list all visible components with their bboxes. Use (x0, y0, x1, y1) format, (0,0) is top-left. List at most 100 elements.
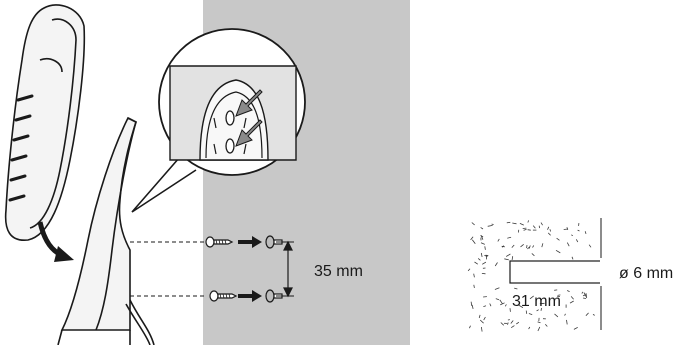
speckle (518, 305, 524, 308)
speckle (585, 312, 589, 316)
speckle (555, 249, 561, 254)
speckle (489, 303, 492, 307)
speckle (527, 220, 530, 223)
speckle (570, 296, 574, 300)
speckle (573, 327, 578, 330)
speckle (582, 294, 587, 297)
speckle (514, 287, 518, 290)
double-arrow-icon (276, 240, 294, 298)
speckle (471, 304, 474, 309)
speckle (575, 239, 579, 243)
speckle (479, 319, 484, 324)
speckle (556, 237, 560, 241)
speckle (470, 236, 474, 241)
speckle (473, 284, 475, 288)
speckle (581, 291, 584, 294)
speckle (511, 244, 515, 248)
speckle (481, 326, 483, 332)
curved-arrow-icon (37, 221, 74, 262)
speckle (547, 226, 550, 230)
drill-diameter-label: ø 6 mm (619, 265, 673, 282)
hole-spacing-label: 35 mm (314, 263, 363, 280)
speckle (480, 235, 484, 238)
speckle (487, 225, 493, 227)
speckle (525, 310, 528, 314)
speckle (478, 314, 481, 319)
speckle (532, 245, 535, 248)
speckle (588, 244, 592, 248)
detail-insert (158, 28, 306, 176)
speckle (571, 256, 574, 260)
mount-arrow-icon (235, 89, 263, 147)
speckle (471, 239, 476, 244)
speckle (523, 228, 527, 231)
speckle (528, 326, 531, 330)
speckle (541, 243, 544, 248)
concrete-texture (467, 220, 595, 332)
speckle (563, 228, 569, 230)
speckle (471, 222, 475, 226)
speckle (507, 236, 512, 239)
speckle (499, 299, 503, 305)
speckle (474, 261, 479, 265)
handset-icon (4, 4, 86, 241)
speckle (504, 258, 509, 261)
speckle (547, 232, 551, 236)
speckle (537, 326, 541, 332)
speckle (506, 221, 511, 224)
speckle (469, 325, 471, 329)
screw-icon (209, 290, 238, 302)
speckle (494, 287, 500, 290)
speckle (566, 242, 570, 247)
speckle (481, 261, 487, 265)
speckle (510, 320, 514, 324)
speckle (527, 229, 531, 231)
speckle (536, 309, 539, 312)
speckle (500, 322, 505, 326)
speckle (483, 316, 486, 321)
speckle (584, 231, 587, 235)
speckle (512, 222, 517, 225)
speckle (484, 246, 486, 250)
speckle (577, 229, 580, 232)
speckle (477, 258, 481, 261)
speckle (527, 246, 530, 250)
speckle (566, 227, 569, 231)
speckle (557, 294, 561, 296)
speckle (569, 300, 574, 304)
speckle (528, 245, 531, 249)
speckle (566, 290, 570, 292)
speckle (497, 238, 500, 242)
speckle (491, 223, 494, 225)
charger-base-icon (57, 116, 155, 345)
speckle (544, 323, 548, 327)
speckle (480, 227, 484, 230)
speckle (495, 298, 500, 301)
speckle (585, 293, 588, 299)
speckle (549, 229, 551, 232)
speckle (528, 313, 533, 315)
speckle (505, 253, 511, 257)
speckle (520, 243, 524, 248)
speckle (504, 304, 507, 307)
speckle (519, 223, 524, 226)
speckle (494, 262, 498, 267)
speckle (516, 321, 520, 325)
arrow-right-icon (238, 290, 262, 302)
speckle (480, 252, 483, 257)
screw-icon (205, 236, 234, 248)
speckle (480, 242, 485, 245)
arrow-right-icon (238, 236, 262, 248)
speckle (483, 305, 487, 307)
speckle (507, 322, 509, 325)
speckle (531, 253, 535, 257)
speckle (583, 292, 587, 297)
speckle (537, 321, 541, 324)
speckle (540, 307, 542, 311)
speckle (571, 234, 574, 237)
speckle (540, 222, 543, 226)
speckle (529, 295, 534, 300)
speckle (566, 319, 568, 325)
speckle (510, 325, 515, 329)
speckle (501, 245, 505, 248)
